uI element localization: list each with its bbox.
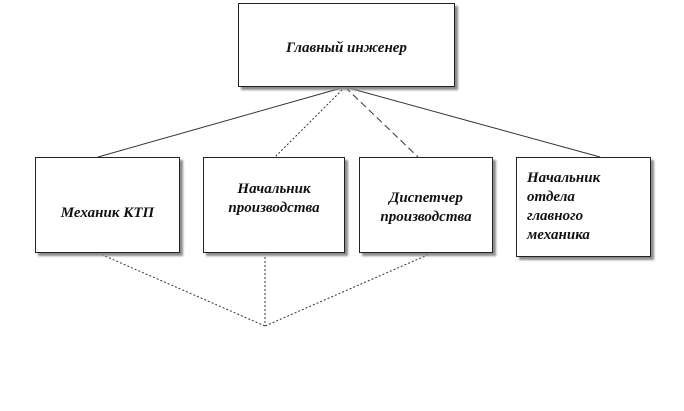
connector-mechanic-to-bottom [97, 252, 266, 327]
node-label: Диспетчер производства [380, 190, 472, 225]
node-label: Начальник производства [228, 181, 320, 216]
node-mechanic-ktp: Механик КТП [35, 157, 180, 253]
node-chief-engineer: Главный инженер [238, 3, 455, 87]
node-production-dispatcher: Диспетчер производства [359, 157, 493, 253]
connector-root-to-dispatcher [344, 86, 419, 158]
connector-root-to-chief-mechanic [344, 86, 601, 158]
node-label: Начальник отдела главного механика [527, 170, 601, 243]
connector-root-to-head-production [274, 86, 346, 158]
connector-dispatcher-to-bottom [264, 252, 433, 327]
node-label: Механик КТП [60, 204, 155, 221]
connector-root-to-mechanic [97, 86, 346, 158]
node-head-chief-mechanic-dept: Начальник отдела главного механика [516, 157, 651, 257]
node-label: Главный инженер [286, 39, 407, 56]
node-head-of-production: Начальник производства [203, 157, 345, 253]
